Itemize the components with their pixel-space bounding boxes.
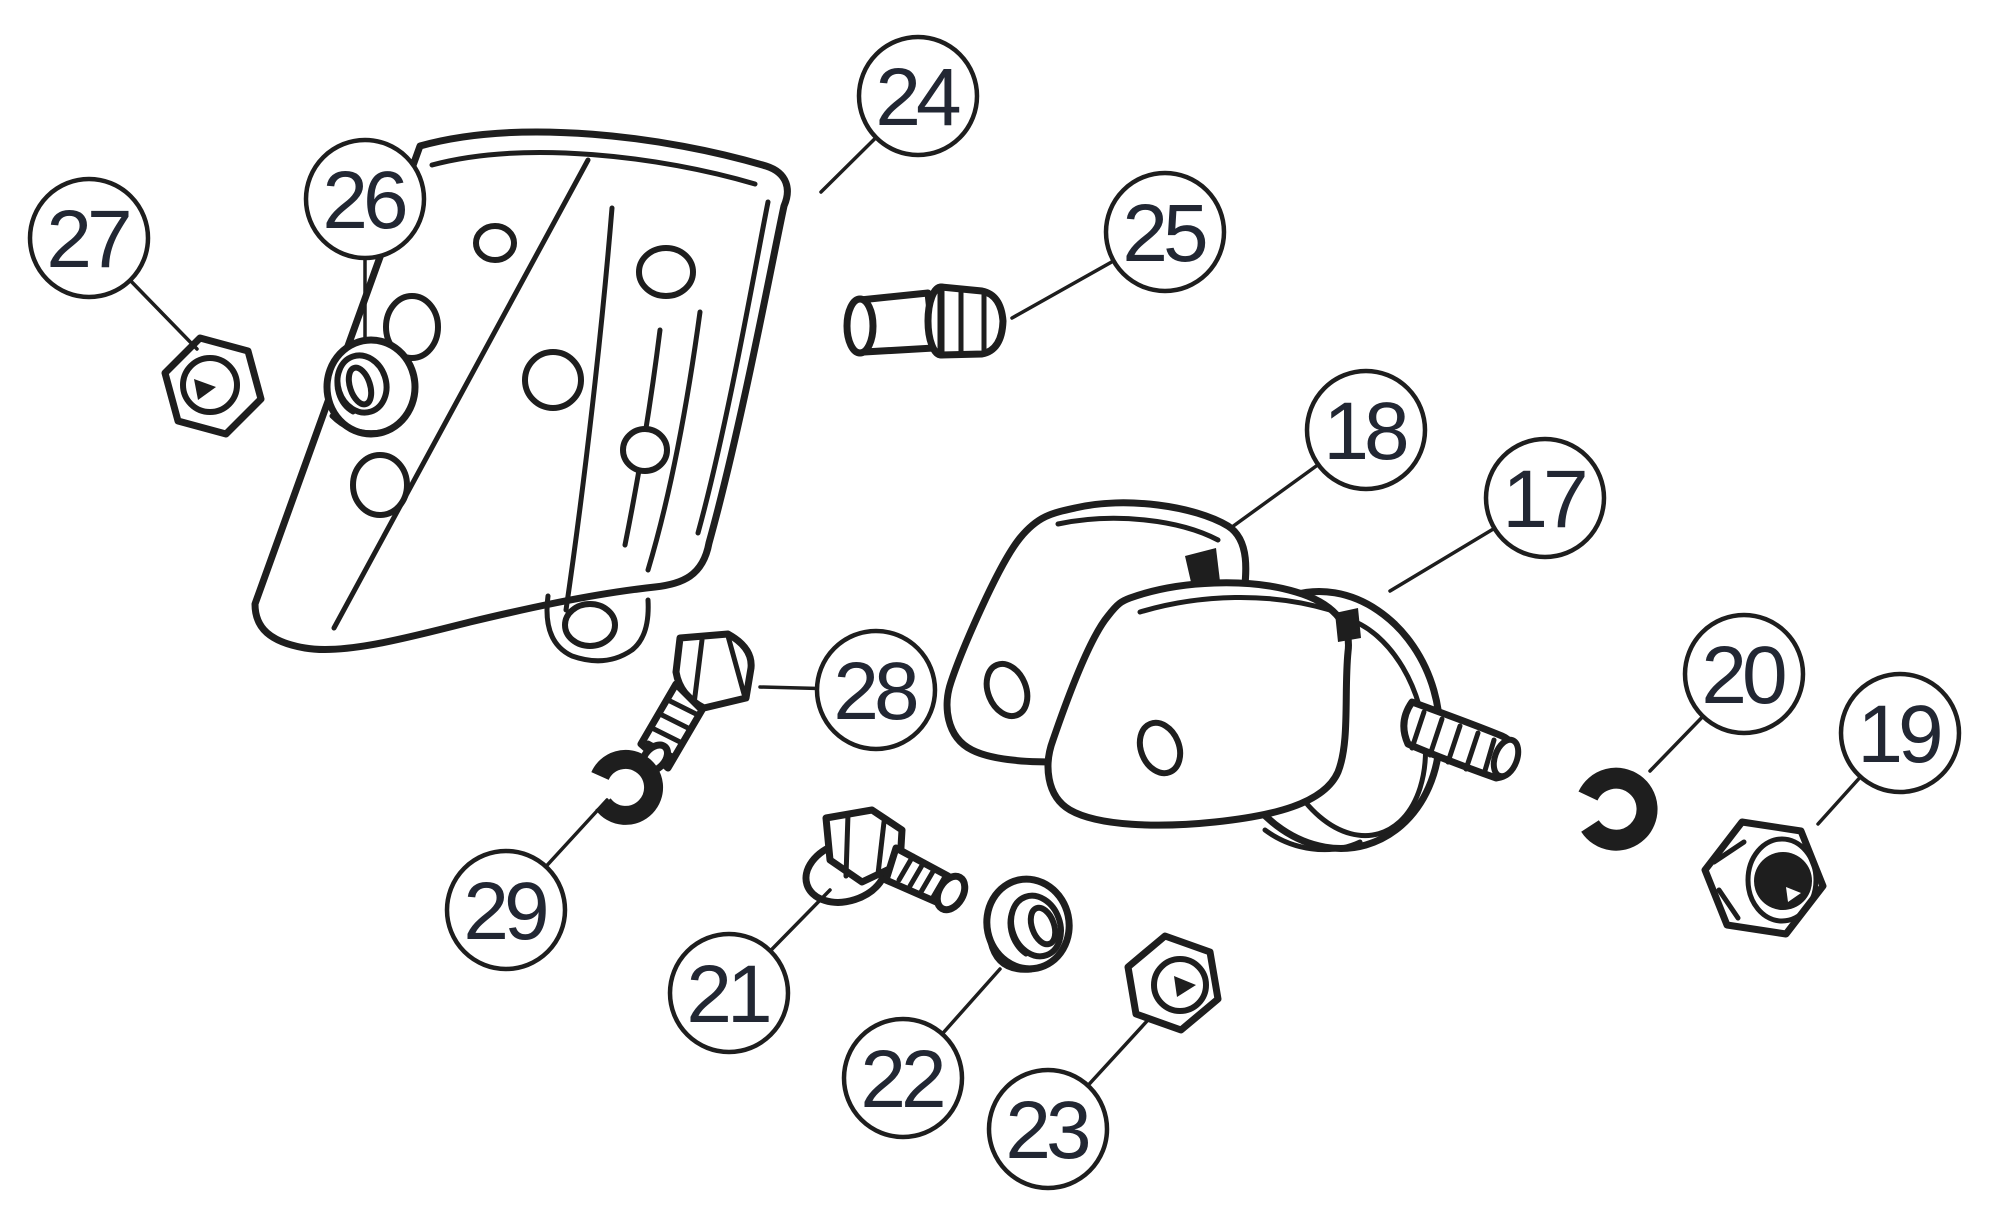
callout-24-number: 24 (875, 52, 960, 143)
callout-26-number: 26 (322, 155, 405, 246)
callout-17-number: 17 (1502, 454, 1585, 545)
callout-17: 17 (1388, 436, 1607, 593)
callout-20-balloon (1682, 612, 1806, 736)
callout-27-number: 27 (46, 194, 129, 285)
callout-21-balloon (667, 931, 791, 1055)
part-hex-nut-19 (1701, 818, 1827, 938)
callout-24: 24 (819, 34, 980, 194)
callout-26-balloon (303, 137, 427, 261)
callout-29: 29 (444, 798, 609, 972)
callout-25: 25 (1010, 170, 1227, 320)
part-bolt-25 (843, 283, 1007, 359)
callout-24-balloon (856, 34, 980, 158)
callout-22-number: 22 (860, 1034, 943, 1125)
callout-23-number: 23 (1005, 1085, 1088, 1176)
callout-28-balloon (814, 628, 938, 752)
part-bolt-28 (637, 630, 755, 775)
callout-22: 22 (841, 967, 1002, 1140)
part-mounting-bracket-24 (251, 128, 791, 664)
callout-27: 27 (27, 176, 199, 351)
callout-25-balloon (1103, 170, 1227, 294)
part-engine-mount-17 (1044, 579, 1522, 853)
callout-layer: 17 18 19 20 21 22 23 24 25 26 27 28 29 (27, 34, 1962, 1191)
callout-20-number: 20 (1701, 630, 1785, 721)
part-flange-nut-27 (161, 334, 265, 438)
callout-27-balloon (27, 176, 151, 300)
part-lock-washer-29 (591, 749, 664, 825)
callout-21: 21 (667, 888, 832, 1055)
callout-18-number: 18 (1323, 386, 1407, 477)
callout-26: 26 (303, 137, 427, 340)
callout-18-balloon (1304, 368, 1428, 492)
part-lock-washer-20 (1578, 767, 1658, 851)
callout-17-balloon (1483, 436, 1607, 560)
callout-23: 23 (986, 1018, 1150, 1191)
part-flange-nut-26 (323, 336, 419, 438)
callout-20: 20 (1648, 612, 1806, 773)
callout-25-number: 25 (1122, 188, 1206, 279)
callout-29-balloon (444, 848, 568, 972)
callout-29-number: 29 (463, 866, 546, 957)
callout-28: 28 (758, 628, 938, 752)
callout-19-number: 19 (1857, 689, 1940, 780)
part-flange-nut-23 (1124, 932, 1222, 1034)
callout-19: 19 (1816, 671, 1962, 826)
part-flange-nut-22 (983, 875, 1073, 973)
callout-21-number: 21 (686, 949, 769, 1040)
callout-23-balloon (986, 1067, 1110, 1191)
callout-28-number: 28 (833, 646, 917, 737)
callout-19-balloon (1838, 671, 1962, 795)
callout-22-balloon (841, 1016, 965, 1140)
part-bolt-21 (802, 806, 969, 914)
callout-18: 18 (1230, 368, 1428, 529)
